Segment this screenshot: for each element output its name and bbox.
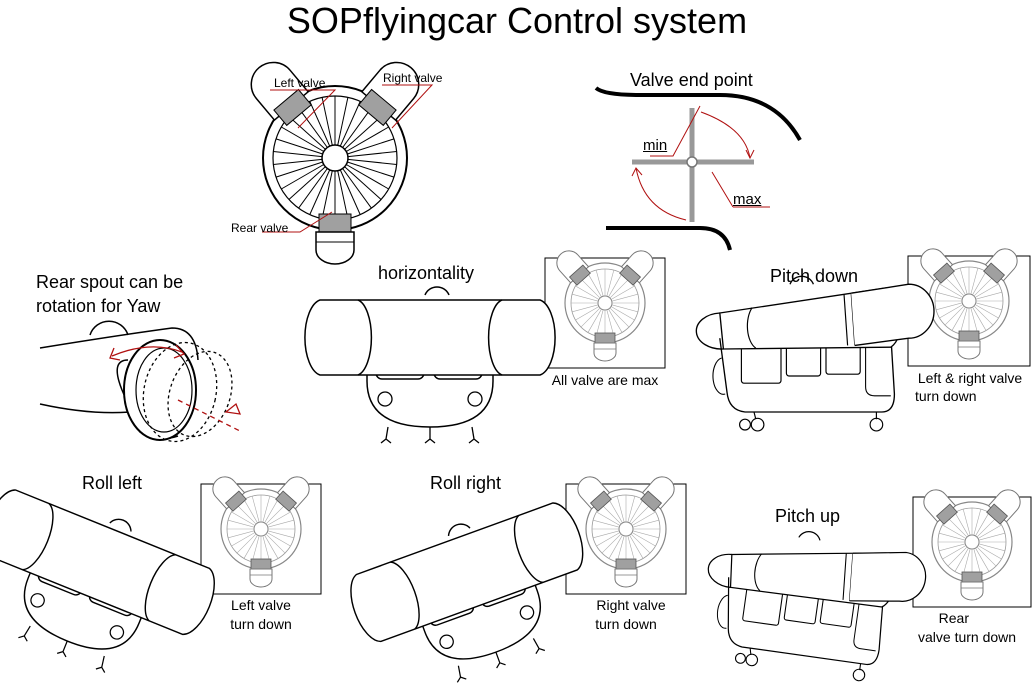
- label-rear-valve: Rear valve: [231, 221, 289, 235]
- yaw-text-line2: rotation for Yaw: [36, 296, 161, 316]
- panel-caption-pitch-down-2: turn down: [915, 388, 977, 404]
- valve-end-point-diagram: [594, 86, 802, 251]
- panel-title-roll-right: Roll right: [430, 473, 502, 493]
- car-roll-left: [0, 472, 228, 688]
- panel-caption-horizontality: All valve are max: [551, 372, 659, 388]
- panel-caption-pitch-up-1: Rear: [938, 610, 969, 626]
- label-max: max: [733, 191, 762, 208]
- car-pitch-up: [695, 517, 931, 688]
- label-right-valve: Right valve: [383, 71, 443, 85]
- valve-leader-lines: [262, 84, 434, 233]
- panel-caption-roll-left-2: turn down: [230, 616, 292, 632]
- panel-frame-pitch-up: [912, 484, 1032, 608]
- car-horizontality: [304, 286, 556, 444]
- valve-end-title: Valve end point: [630, 70, 753, 90]
- panel-caption-pitch-up-2: valve turn down: [918, 629, 1017, 645]
- panel-title-pitch-down: Pitch down: [770, 266, 859, 286]
- yaw-text-line1: Rear spout can be: [36, 272, 184, 292]
- label-min: min: [643, 137, 668, 154]
- page-title: SOPflyingcar Control system: [286, 0, 748, 41]
- car-pitch-down: [695, 275, 935, 432]
- label-left-valve: Left valve: [274, 76, 326, 90]
- panel-title-horizontality: horizontality: [378, 263, 475, 283]
- panel-title-roll-left: Roll left: [82, 473, 143, 493]
- panel-caption-roll-right-2: turn down: [595, 616, 657, 632]
- panel-caption-roll-right-1: Right valve: [596, 597, 666, 613]
- yaw-spout-diagram: [39, 320, 243, 443]
- panel-frame-roll-left: [200, 471, 322, 595]
- panel-title-pitch-up: Pitch up: [775, 506, 841, 526]
- panel-caption-roll-left-1: Left valve: [231, 597, 291, 613]
- panel-caption-pitch-down-1: Left & right valve: [917, 370, 1023, 386]
- panel-frame-horizontality: [544, 245, 666, 369]
- panel-frame-roll-right: [565, 471, 687, 595]
